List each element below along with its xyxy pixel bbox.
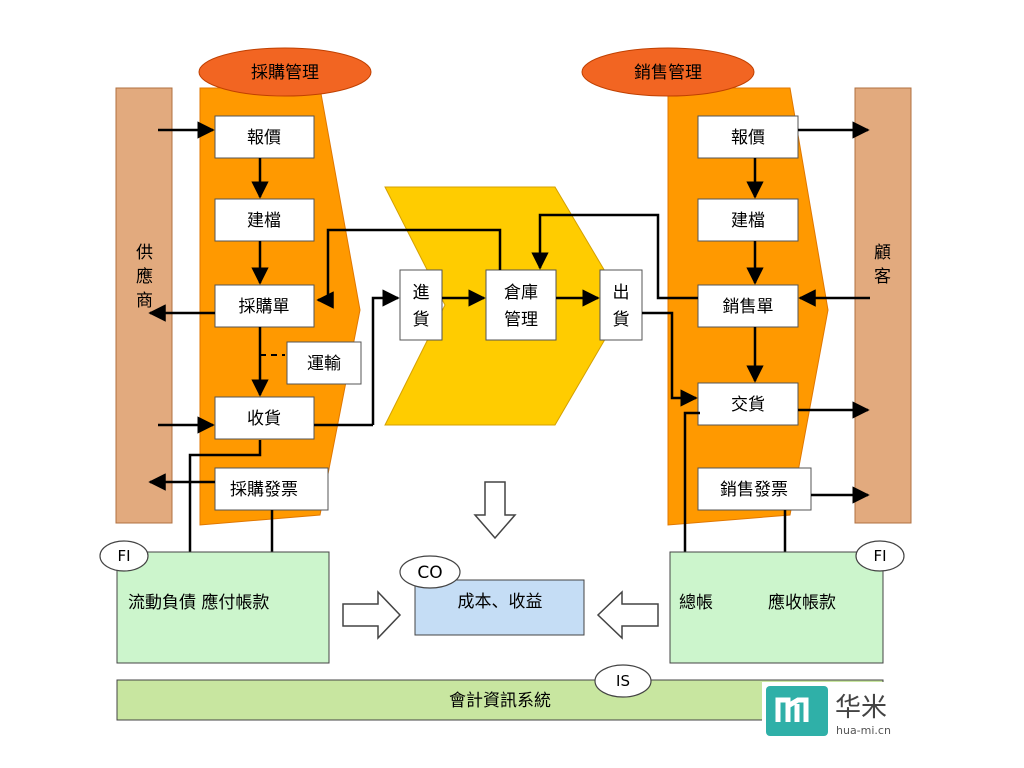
warehouse-mgmt-line-1: 倉庫 [504, 283, 538, 303]
supplier-char-3: 商 [136, 291, 153, 311]
purchase-order-label: 採購單 [239, 297, 290, 317]
left-hollow-arrow [596, 590, 659, 640]
fi-left-panel: 流動負債 應付帳款 [116, 551, 330, 664]
down-hollow-arrow [473, 481, 517, 540]
purchase-record-label: 建檔 [247, 211, 281, 231]
sales-order-label: 銷售單 [723, 297, 774, 317]
is-text: 會計資訊系統 [449, 691, 551, 711]
goods-receipt-label: 收貨 [247, 409, 281, 429]
sales-invoice-label: 銷售發票 [720, 480, 788, 500]
fi-right-text-right: 應收帳款 [768, 592, 836, 613]
co-text: 成本、收益 [458, 592, 543, 612]
co-tag: CO [417, 563, 442, 583]
purchasing-title: 採購管理 [251, 63, 319, 83]
sales-title-badge: 銷售管理 [581, 47, 755, 97]
delivery-label: 交貨 [731, 395, 765, 415]
supplier-char-1: 供 [136, 243, 153, 263]
inbound-char-2: 貨 [413, 310, 430, 330]
outbound-char-2: 貨 [613, 310, 630, 330]
purchase-quote-label: 報價 [247, 128, 281, 148]
is-badge: IS [594, 664, 652, 698]
fi-right-text-left: 總帳 [679, 593, 713, 613]
outbound-char-1: 出 [613, 283, 630, 303]
fi-right-badge: FI [855, 540, 905, 572]
sales-record-label: 建檔 [731, 211, 765, 231]
purchasing-arrows [148, 121, 502, 574]
purchase-invoice-label: 採購發票 [230, 480, 298, 500]
co-panel: 成本、收益 [414, 579, 585, 636]
fi-right-panel: 總帳 應收帳款 [669, 551, 884, 664]
transport-label: 運輸 [307, 354, 341, 374]
warehouse-mgmt-line-2: 管理 [504, 310, 538, 330]
fi-left-text: 流動負債 應付帳款 [128, 592, 269, 613]
co-badge: CO [399, 555, 461, 589]
fi-left-badge: FI [99, 540, 149, 572]
supplier-char-2: 應 [136, 266, 153, 287]
watermark-url: hua-mi.cn [836, 724, 891, 737]
sales-title: 銷售管理 [634, 63, 702, 83]
right-hollow-arrow [342, 590, 402, 640]
watermark-logo: 华米 hua-mi.cn [762, 682, 932, 740]
is-bar: 會計資訊系統 [116, 679, 884, 721]
fi-left-tag: FI [117, 547, 130, 565]
inbound-char-1: 進 [413, 283, 430, 303]
customer-char-2: 客 [874, 267, 891, 287]
supplier-bar: 供 應 商 [115, 87, 173, 524]
watermark-m-icon [775, 697, 809, 722]
purchasing-title-badge: 採購管理 [198, 47, 372, 97]
fi-right-tag: FI [873, 547, 886, 565]
watermark-brand: 华米 [835, 693, 887, 723]
is-tag: IS [616, 672, 630, 690]
customer-char-1: 顧 [874, 243, 891, 263]
customer-bar: 顧 客 [854, 87, 912, 524]
sales-quote-label: 報價 [731, 128, 765, 148]
